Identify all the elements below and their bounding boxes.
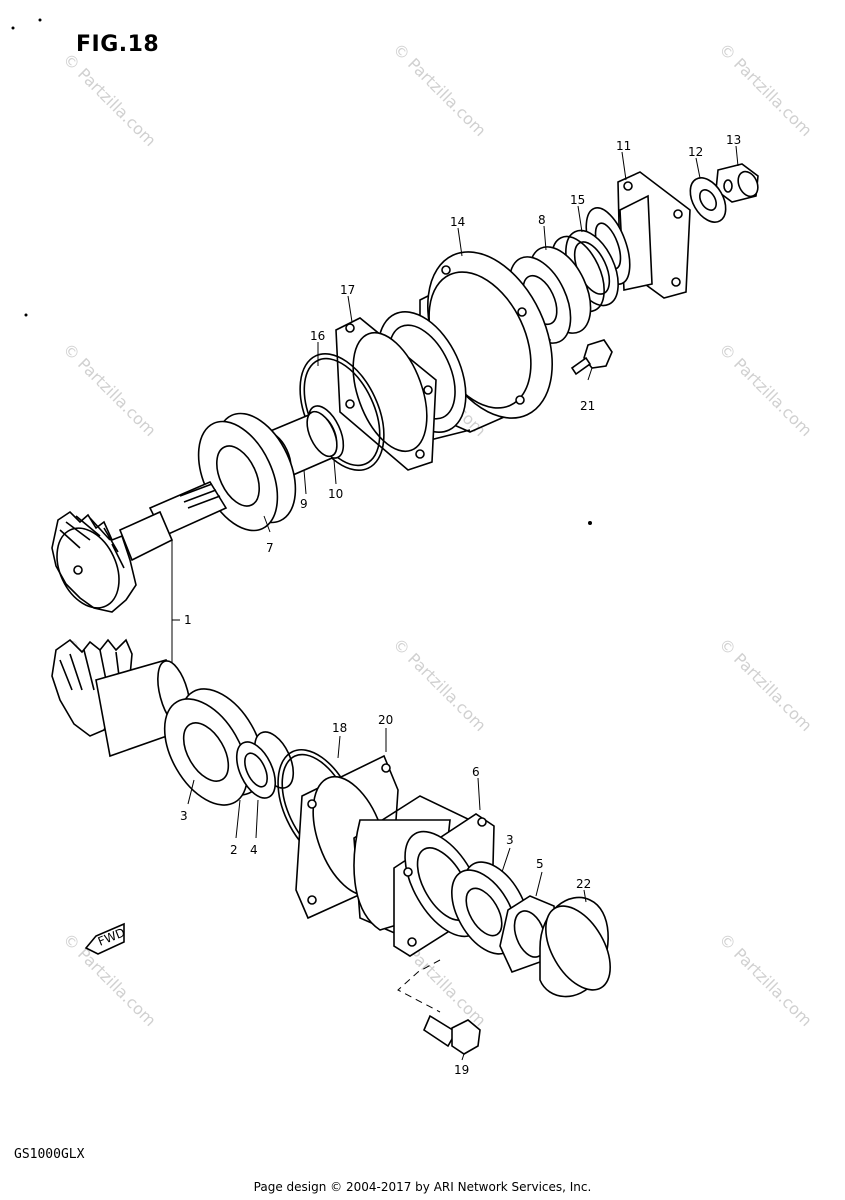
watermark: © Partzilla.com <box>59 49 160 150</box>
part-17-gasket <box>335 317 437 471</box>
callout-16: 16 <box>310 329 325 343</box>
callout-22: 22 <box>576 877 591 891</box>
bolt-19-path <box>397 959 441 1013</box>
watermark: © Partzilla.com <box>59 339 160 440</box>
callout-1: 1 <box>184 613 192 627</box>
part-22-cap <box>539 896 611 998</box>
part-3-bearing <box>163 688 265 806</box>
part-11-flange <box>585 171 691 299</box>
callout-21: 21 <box>580 399 595 413</box>
part-12-washer <box>689 177 727 223</box>
page-footer: Page design © 2004-2017 by ARI Network S… <box>253 1180 592 1194</box>
watermark: © Partzilla.com <box>715 929 816 1030</box>
speck <box>24 313 28 317</box>
callout-4: 4 <box>250 843 258 857</box>
callout-19: 19 <box>454 1063 469 1077</box>
part-19-bolt <box>423 1014 481 1055</box>
watermark: © Partzilla.com <box>389 39 490 140</box>
watermark: © Partzilla.com <box>715 339 816 440</box>
callouts: 11 12 13 15 8 14 17 16 21 9 10 7 1 20 18… <box>180 133 741 1077</box>
speck <box>38 18 42 22</box>
speck <box>11 26 15 30</box>
watermark: © Partzilla.com <box>715 39 816 140</box>
model-code: GS1000GLX <box>14 1147 85 1162</box>
fwd-arrow: FWD <box>84 922 127 955</box>
callout-14: 14 <box>450 215 465 229</box>
callout-3: 3 <box>180 809 188 823</box>
part-13-nut <box>715 163 759 203</box>
callout-18: 18 <box>332 721 347 735</box>
callout-13: 13 <box>726 133 741 147</box>
callout-2: 2 <box>230 843 238 857</box>
callout-12: 12 <box>688 145 703 159</box>
callout-20: 20 <box>378 713 393 727</box>
callout-15: 15 <box>570 193 585 207</box>
part-1-gear-shaft-upper <box>51 480 228 613</box>
callout-3-lower: 3 <box>506 833 514 847</box>
part-21-bolt <box>570 339 613 376</box>
callout-17: 17 <box>340 283 355 297</box>
callout-7: 7 <box>266 541 274 555</box>
part-14-housing <box>377 251 553 441</box>
speck <box>588 521 592 525</box>
callout-9: 9 <box>300 497 308 511</box>
callout-10: 10 <box>328 487 343 501</box>
callout-6: 6 <box>472 765 480 779</box>
callout-5: 5 <box>536 857 544 871</box>
watermark: © Partzilla.com <box>715 634 816 735</box>
callout-8: 8 <box>538 213 546 227</box>
callout-11: 11 <box>616 139 631 153</box>
watermark: © Partzilla.com <box>389 634 490 735</box>
part-3-bearing-lower <box>451 861 529 955</box>
part-7-bearing <box>197 412 297 532</box>
figure-title: FIG.18 <box>76 32 160 57</box>
